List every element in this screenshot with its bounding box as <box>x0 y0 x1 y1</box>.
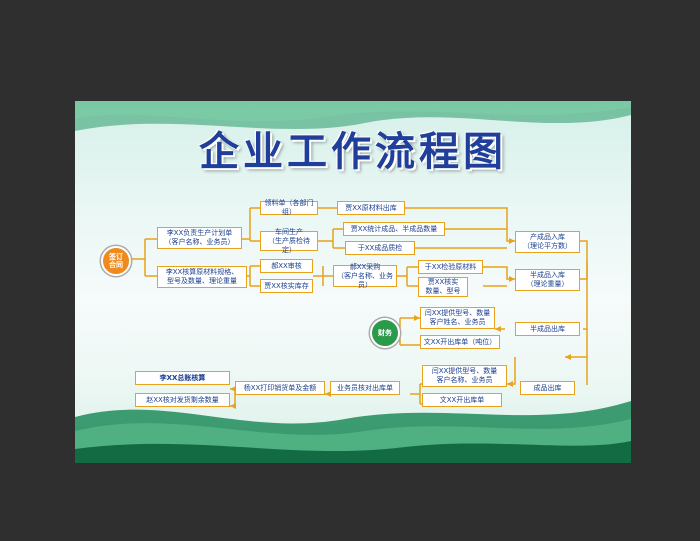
node-li-check: 李XX总账核算 <box>135 371 230 385</box>
start-circle: 签订 合同 <box>101 246 131 276</box>
node-jia-verify: 贾XX核实 数量、型号 <box>418 277 468 297</box>
bottom-wave-dark <box>75 441 631 463</box>
node-qc: 于XX成品质检 <box>345 241 415 255</box>
node-hao-purchase: 郝XX采购 （客户名称、业务员） <box>333 263 397 289</box>
diagram-title: 企业工作流程图 <box>199 129 507 175</box>
node-product-in: 产成品入库 （理论平方数） <box>515 231 580 253</box>
node-yan-provide-1: 闫XX提供型号、数量 客户姓名、业务员 <box>420 307 495 329</box>
node-jia-inventory: 贾XX核实库存 <box>260 279 313 293</box>
connector-lines <box>75 101 631 463</box>
node-hao-review: 郝XX审核 <box>260 259 313 273</box>
node-material-out: 贾XX原材料出库 <box>337 201 405 215</box>
node-stat-products: 贾XX统计成品、半成品数量 <box>343 222 445 236</box>
flowchart-board: 企业工作流程图 签订 合同 财务 李XX负责生产计划单 （客户名称、业务员） 李… <box>75 101 631 463</box>
node-yang-print: 杨XX打印销货单及金额 <box>235 381 325 395</box>
node-product-out: 成品出库 <box>520 381 575 395</box>
node-wen-order-2: 文XX开出库单 <box>422 393 502 407</box>
node-yan-provide-2: 闫XX提供型号、数量 客户名称、业务员 <box>422 365 507 387</box>
node-material-spec: 李XX核算原材料规格、 型号及数量、理论重量 <box>157 266 247 288</box>
node-production-plan: 李XX负责生产计划单 （客户名称、业务员） <box>157 227 242 249</box>
node-material-request: 领料单（各部门组） <box>260 199 318 216</box>
finance-circle: 财务 <box>370 318 400 348</box>
node-workshop: 车间生产 （生产质检待定） <box>260 228 318 254</box>
node-semi-out: 半成品出库 <box>515 322 580 336</box>
node-salesman: 业务员核对出库单 <box>330 381 400 395</box>
node-semi-in: 半成品入库 （理论重量） <box>515 269 580 291</box>
node-wen-order-1: 文XX开出库单（吨位） <box>420 335 500 349</box>
top-wave-light <box>75 101 631 122</box>
node-zhao-check: 赵XX核对发货剩余数量 <box>135 393 230 407</box>
node-yu-inspect: 于XX检验原材料 <box>418 260 483 274</box>
